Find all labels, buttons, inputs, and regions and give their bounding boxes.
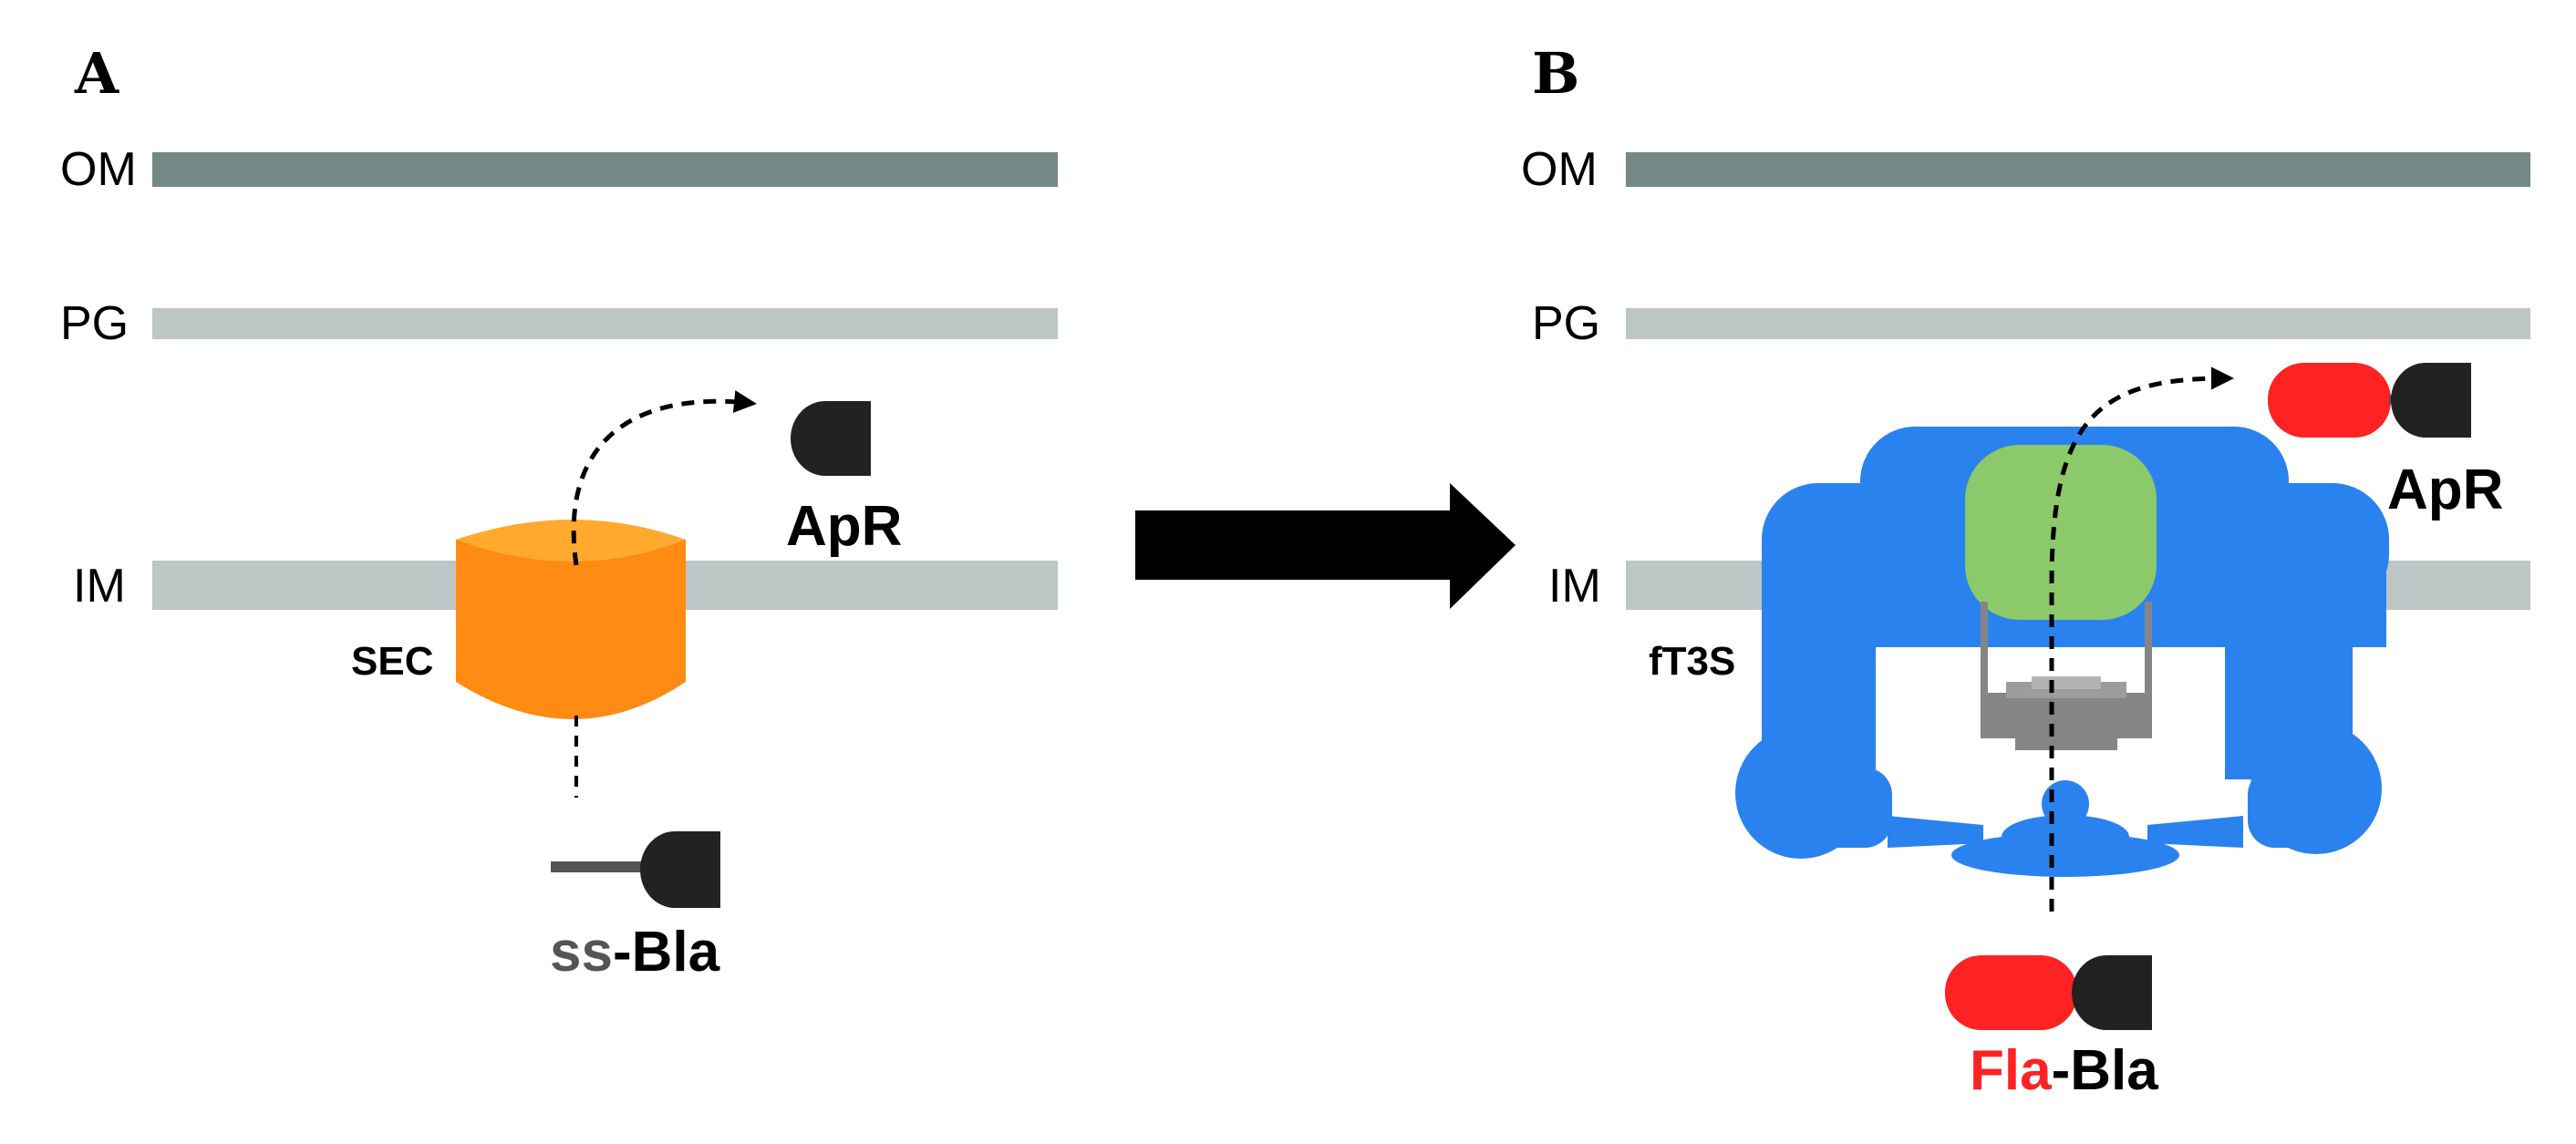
outer-membrane-a <box>152 152 1058 187</box>
export-path-b <box>2049 366 2234 912</box>
bla-suffix-b: -Bla <box>2052 1039 2159 1102</box>
flagellin <box>1945 955 2077 1030</box>
bla-b <box>2072 955 2152 1030</box>
pg-label-b: PG <box>1532 297 1600 350</box>
panel-a: A OM PG IM SEC ApR ss-Bla <box>60 40 1058 984</box>
om-label-b: OM <box>1521 143 1598 196</box>
pg-label-a: PG <box>60 297 129 350</box>
panel-b: B OM PG IM <box>1521 40 2530 1102</box>
apr-label-b: ApR <box>2387 459 2503 521</box>
panel-a-label: A <box>74 40 119 107</box>
apr-label-a: ApR <box>786 495 902 558</box>
peptidoglycan-a <box>152 308 1058 339</box>
exported-bla-b <box>2391 363 2471 438</box>
peptidoglycan-b <box>1626 308 2530 339</box>
om-label-a: OM <box>60 143 137 196</box>
sec-translocon <box>456 520 686 719</box>
export-gate <box>1965 445 2157 620</box>
right-arrow-icon <box>1135 483 1516 609</box>
bla-a <box>640 831 720 908</box>
substrate-label-a: ss-Bla <box>550 921 720 984</box>
sec-label: SEC <box>351 639 433 684</box>
exported-bla-a <box>791 401 871 476</box>
ft3s-label: fT3S <box>1649 639 1735 684</box>
substrate-label-b: Fla-Bla <box>1970 1039 2158 1102</box>
exported-flagellin <box>2268 363 2391 438</box>
ss-prefix: ss <box>550 921 613 984</box>
im-label-b: IM <box>1548 560 1601 613</box>
bla-suffix-a: -Bla <box>613 921 720 984</box>
im-label-a: IM <box>73 560 126 613</box>
export-path-a <box>571 390 757 566</box>
atpase-complex <box>1981 602 2152 750</box>
panel-b-label: B <box>1532 40 1579 107</box>
fla-prefix: Fla <box>1970 1039 2052 1102</box>
signal-sequence <box>551 861 642 872</box>
outer-membrane-b <box>1626 152 2530 187</box>
